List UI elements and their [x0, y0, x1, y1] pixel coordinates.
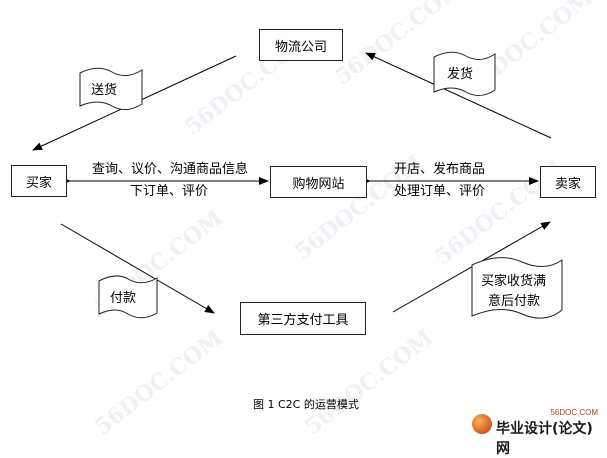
flag-pay: 付款	[110, 291, 137, 306]
flag-confirm-line2: 意后付款	[488, 294, 541, 309]
brand-site-url: 56DOC.COM	[550, 408, 598, 417]
node-payment-label: 第三方支付工具	[257, 313, 349, 328]
node-platform-label: 购物网站	[292, 176, 345, 192]
node-logistics-label: 物流公司	[274, 39, 327, 55]
flag-shape-deliver	[79, 67, 143, 110]
edge-seller-to-logistics	[365, 52, 552, 139]
node-payment: 第三方支付工具	[240, 302, 366, 335]
edge-label-seller-platform-1: 开店、发布商品	[394, 162, 486, 177]
figure-caption: 图 1 C2C 的运营模式	[253, 398, 359, 411]
c2c-diagram: 56DOC.COM 56DOC.COM 56DOC.COM 56DOC.COM …	[11, 0, 604, 457]
node-logistics: 物流公司	[259, 29, 343, 61]
node-seller: 卖家	[540, 166, 596, 198]
flag-confirm-line1: 买家收货满	[481, 274, 547, 289]
site-brand: 56DOC.COM 毕业设计(论文)网	[470, 408, 604, 457]
flag-ship: 发货	[447, 67, 474, 82]
brand-name: 毕业设计(论文)网	[496, 421, 593, 457]
edge-label-seller-platform-2: 处理订单、评价	[394, 184, 486, 199]
flag-shape-ship	[433, 51, 496, 96]
node-seller-label: 卖家	[554, 176, 581, 192]
flag-shape-pay	[98, 275, 158, 319]
site-logo-icon	[472, 414, 492, 434]
connector-layer	[32, 51, 563, 319]
flag-shape-confirm	[471, 257, 563, 319]
edge-label-buyer-platform-1: 查询、议价、沟通商品信息	[92, 162, 249, 177]
edge-label-buyer-platform-2: 下订单、评价	[130, 184, 209, 199]
node-buyer-label: 买家	[25, 175, 52, 191]
node-buyer: 买家	[11, 165, 67, 197]
node-platform: 购物网站	[270, 166, 367, 198]
flag-deliver: 送货	[91, 83, 118, 98]
edge-buyer-to-payment	[60, 223, 215, 314]
